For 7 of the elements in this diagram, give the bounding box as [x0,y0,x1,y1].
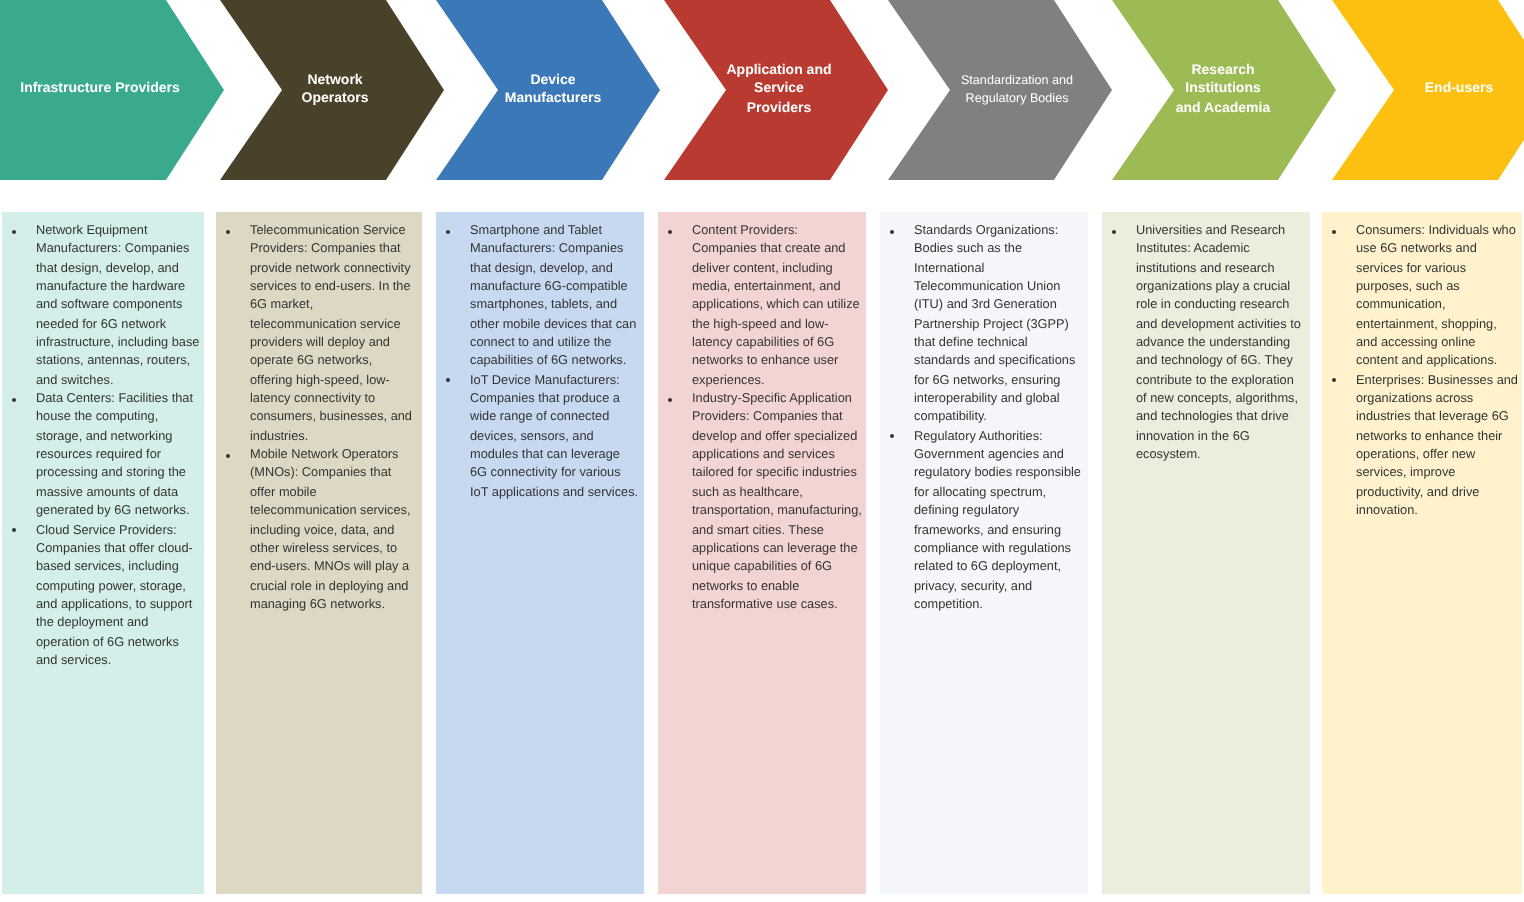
description-panel [658,212,866,894]
description-panel [1102,212,1310,894]
description-panel [2,212,204,894]
description-panel [436,212,644,894]
description-panel [880,212,1088,894]
description-panel [1322,212,1522,894]
description-panel [216,212,422,894]
